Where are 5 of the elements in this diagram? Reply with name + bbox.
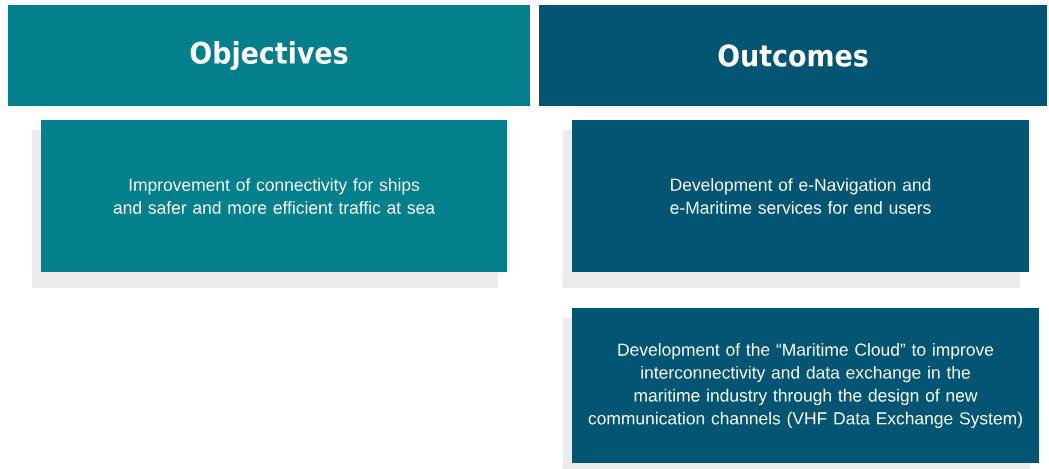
text-box: Improvement of connectivity for ships and safer and more efficient traffic at sea <box>32 120 507 288</box>
text-box: Development of e-Navigation and e-Maritime services for end users <box>563 120 1029 288</box>
text-box: Development of the “Maritime Cloud” to improve interconnectivity and data exchange in the maritime industry through the design of new communication channels (VHF Data Exchange System) <box>563 308 1039 469</box>
header-banner: Objectives <box>8 5 530 106</box>
header-banner: Outcomes <box>539 5 1047 106</box>
